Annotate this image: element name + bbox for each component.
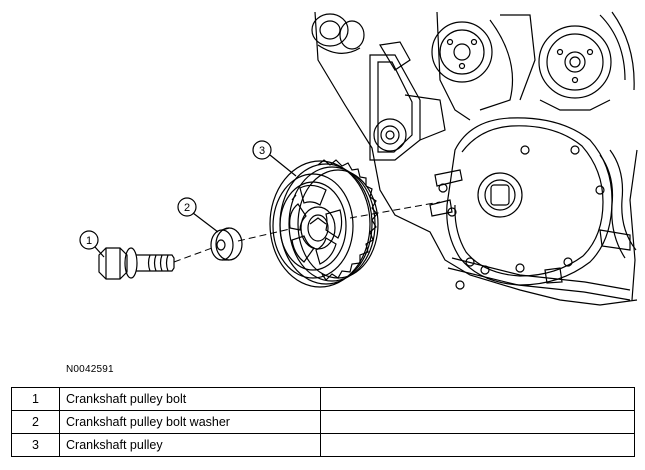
engine-front-cover [314,11,638,306]
legend-row: 1 Crankshaft pulley bolt [11,387,635,411]
legend-item-description: Crankshaft pulley bolt [59,387,321,411]
callout-1-label: 1 [86,235,92,247]
legend-row: 3 Crankshaft pulley [11,433,635,457]
legend-blank-cell [320,387,635,411]
figure-id: N0042591 [66,364,114,375]
crankshaft-pulley-bolt-washer-illustration [210,227,243,261]
crankshaft-pulley-bolt-illustration [98,247,175,280]
assembly-centerline [173,201,441,263]
legend-blank-cell [320,433,635,457]
belt-tensioner [369,41,446,161]
callout-2 [177,197,219,233]
callout-1 [79,230,105,258]
callout-2-label: 2 [184,202,190,214]
legend-row: 2 Crankshaft pulley bolt washer [11,410,635,434]
side-brackets [429,149,637,284]
water-pump-pulley [431,14,536,111]
callout-3 [252,140,297,177]
legend-blank-cell [320,410,635,434]
legend-item-number: 3 [11,433,60,457]
legend-item-number: 2 [11,410,60,434]
parts-legend-table: 1 Crankshaft pulley bolt 2 Crankshaft pu… [11,387,635,457]
callout-3-label: 3 [259,145,265,157]
crankshaft-pulley-illustration [269,159,379,288]
power-steering-pulley [538,11,635,111]
legend-item-description: Crankshaft pulley bolt washer [59,410,321,434]
exploded-view-diagram: 1 2 3 [79,11,638,306]
legend-item-description: Crankshaft pulley [59,433,321,457]
accessory-idler-pulley [311,13,365,54]
legend-item-number: 1 [11,387,60,411]
